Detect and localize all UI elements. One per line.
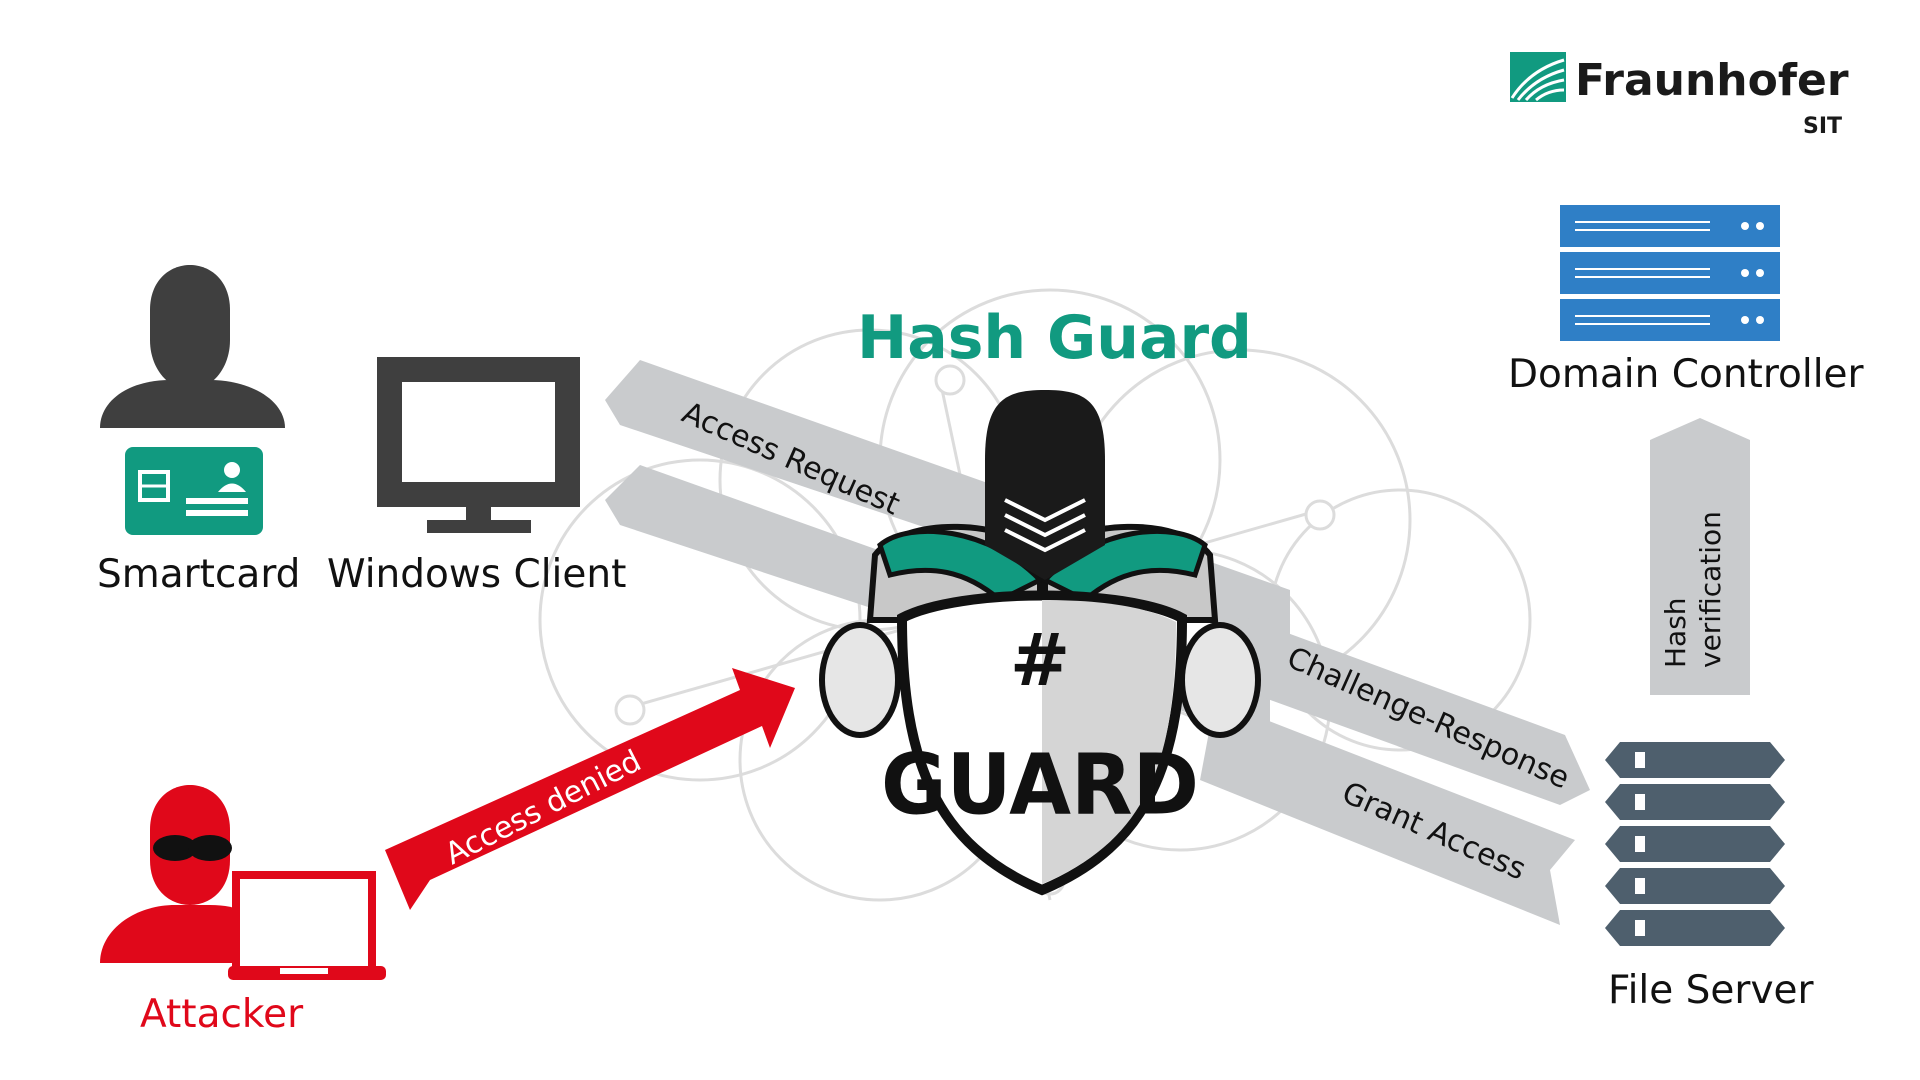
domain-controller-icon [1560, 205, 1780, 341]
fraunhofer-logo-mark [1510, 52, 1566, 102]
hash-verification-label-line1: Hash [1659, 597, 1692, 668]
attacker-label: Attacker [140, 992, 304, 1037]
access-denied-arrow [385, 668, 795, 910]
laptop-icon [228, 871, 386, 980]
page-title: Hash Guard [857, 303, 1253, 373]
fraunhofer-logo-sub: SIT [1803, 114, 1843, 139]
hash-verification-arrow [1650, 418, 1750, 695]
access-denied-label: Access denied [440, 744, 647, 873]
smartcard-icon [125, 447, 263, 535]
monitor-icon [377, 357, 580, 533]
windows-client-label: Windows Client [327, 552, 627, 597]
user-icon [100, 265, 285, 428]
fraunhofer-logo-text: Fraunhofer [1575, 55, 1849, 106]
file-server-icon [1605, 742, 1785, 946]
attacker-icon [100, 785, 255, 963]
guard-badge-word: GUARD [881, 737, 1199, 834]
guard-badge-symbol: # [1010, 618, 1070, 702]
challenge-response-arrow [1215, 610, 1590, 805]
smartcard-label: Smartcard [97, 552, 301, 597]
grant-access-arrow [1200, 700, 1575, 925]
guard-mascot: # GUARD [819, 390, 1261, 896]
file-server-label: File Server [1608, 968, 1814, 1013]
hash-verification-label-line2: verification [1694, 511, 1727, 668]
domain-controller-label: Domain Controller [1508, 352, 1864, 397]
